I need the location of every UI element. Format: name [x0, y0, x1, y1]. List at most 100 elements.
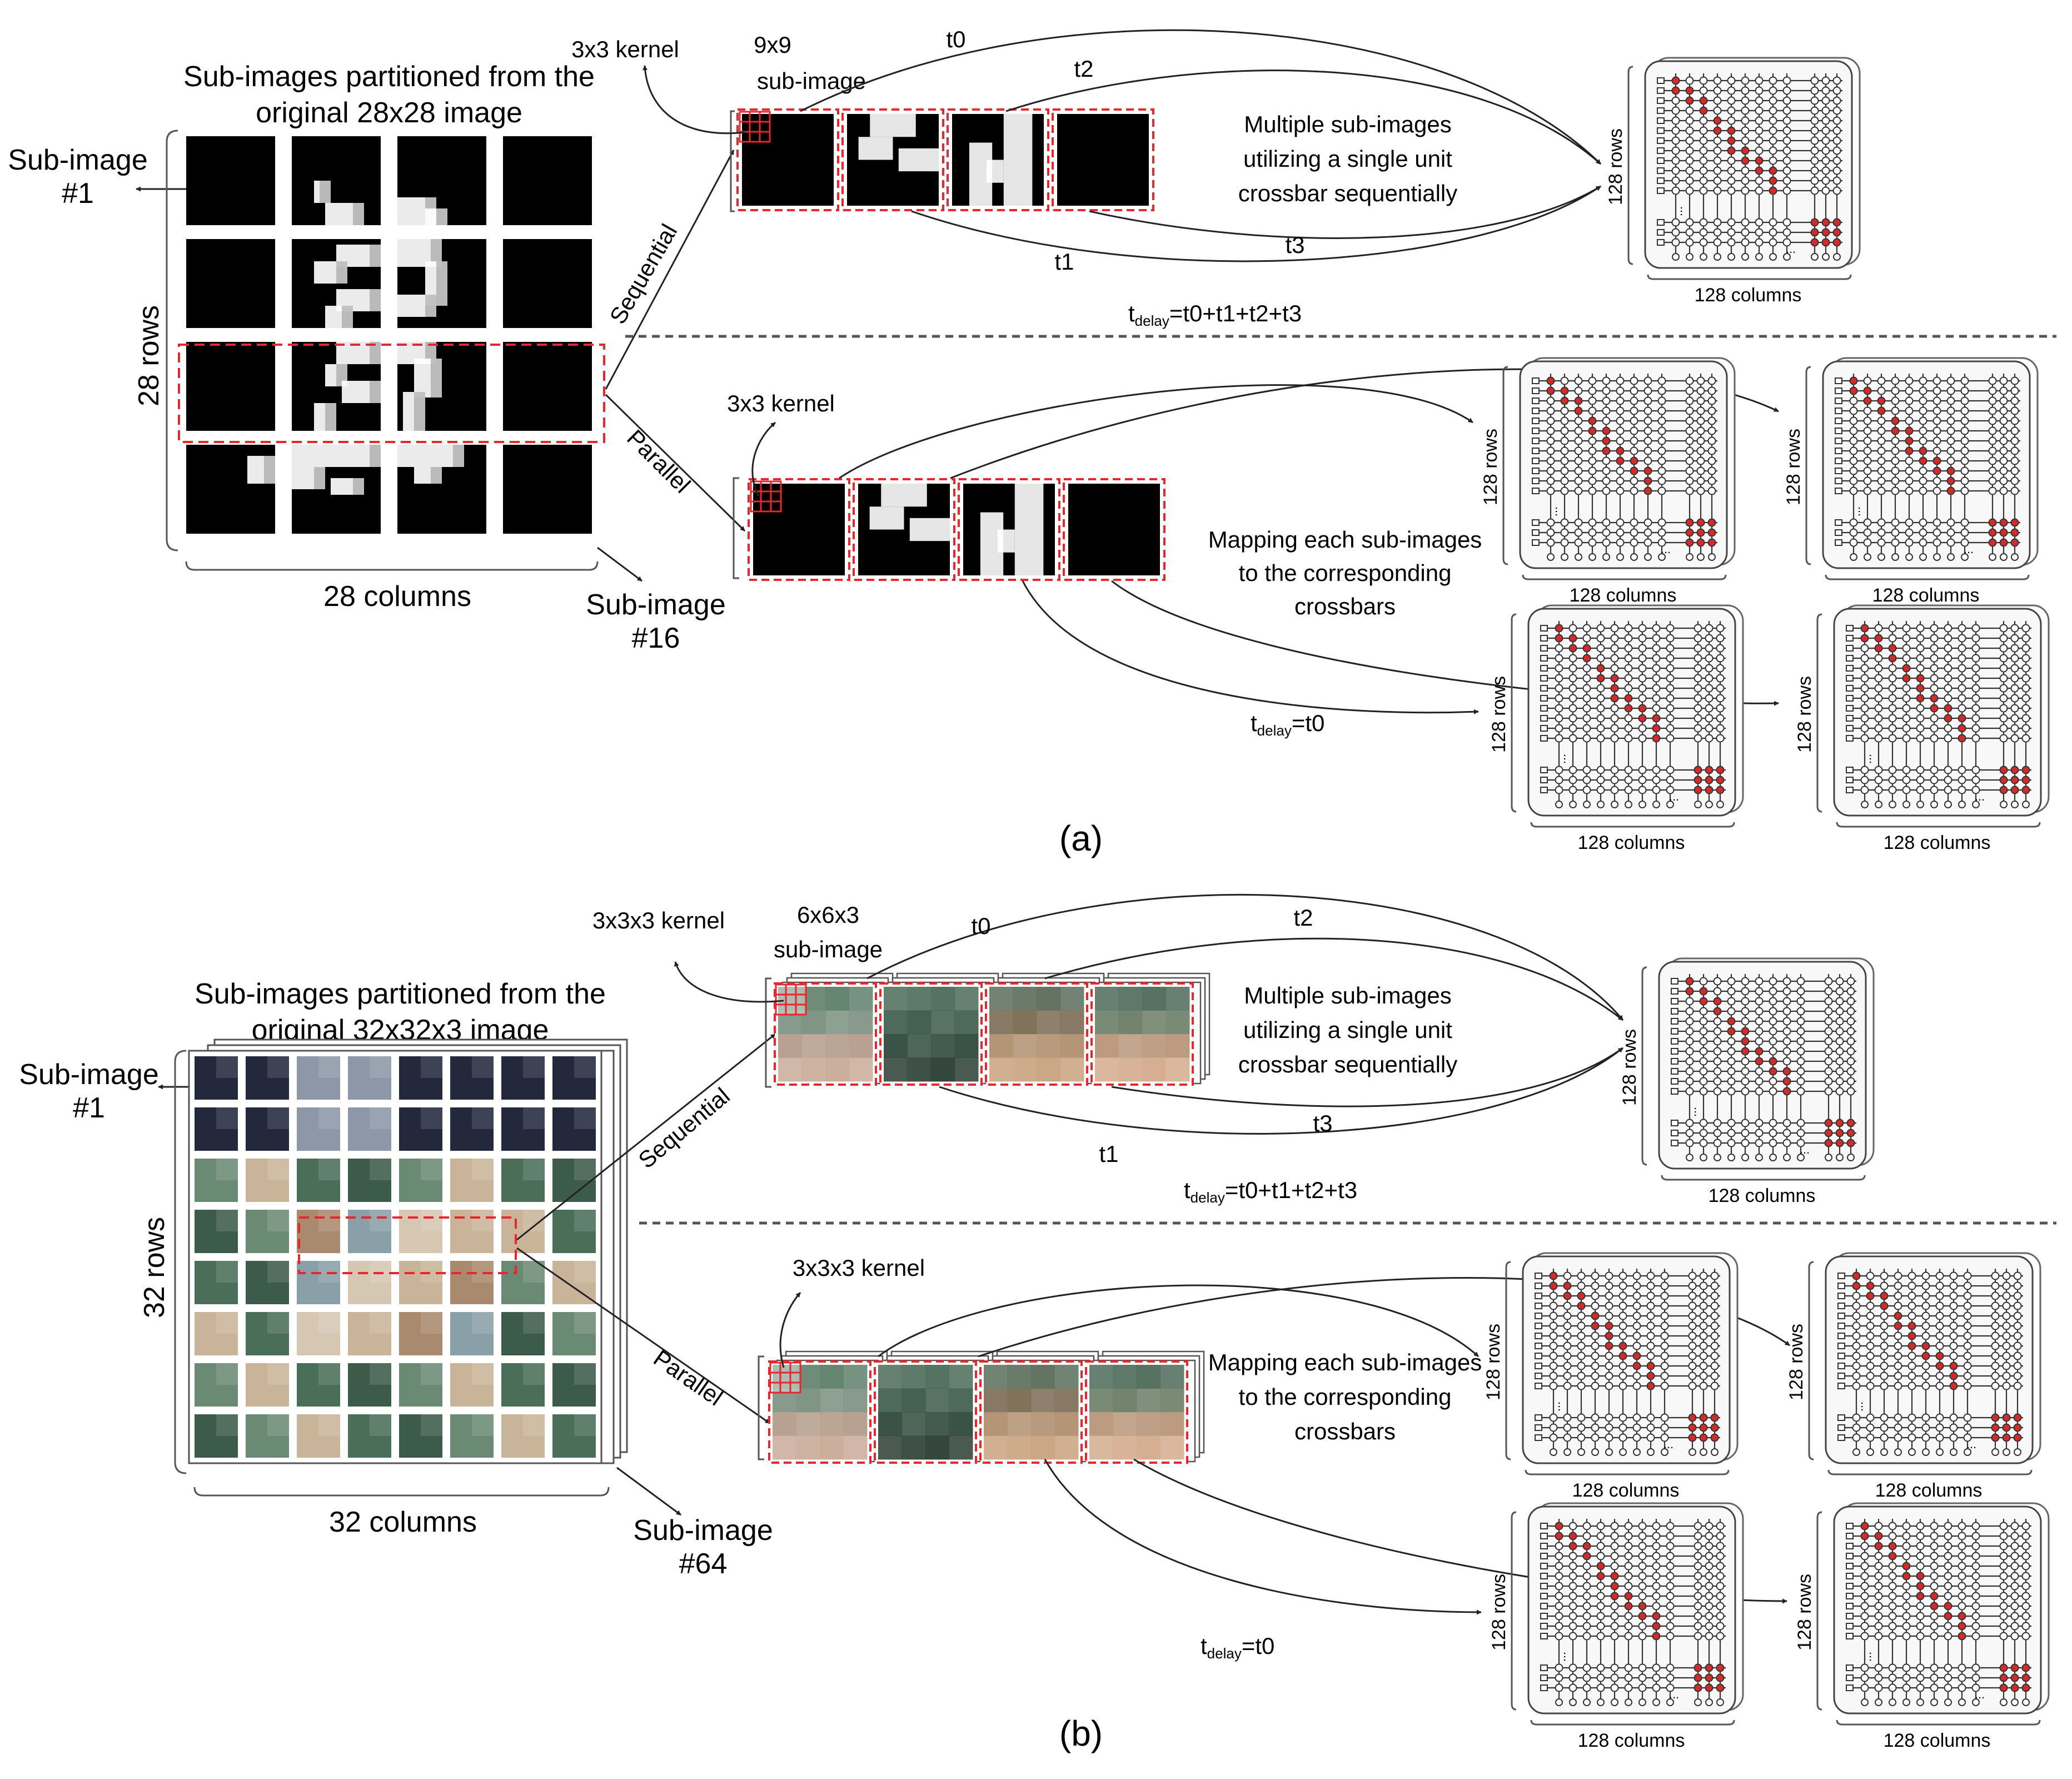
active-memristor-cell	[2010, 528, 2019, 537]
memristor-cell	[1769, 977, 1777, 986]
row-driver	[1540, 635, 1548, 642]
memristor-cell	[1860, 1612, 1869, 1621]
memristor-cell	[1835, 997, 1844, 1006]
memristor-cell	[1821, 76, 1830, 85]
memristor-cell	[1999, 624, 2008, 633]
memristor-cell	[1999, 486, 2008, 495]
row-driver	[1657, 239, 1665, 246]
memristor-cell	[1860, 654, 1869, 663]
memristor-cell	[1616, 486, 1625, 495]
memristor-cell	[1824, 997, 1833, 1006]
memristor-cell	[1638, 1683, 1647, 1692]
memristor-cell	[2010, 446, 2019, 455]
colour-sub-image	[195, 1159, 238, 1202]
colour-pixel	[1137, 1412, 1160, 1436]
memristor-cell	[1632, 1423, 1641, 1432]
active-memristor-cell	[1610, 684, 1619, 693]
memristor-cell	[1699, 1271, 1708, 1280]
active-memristor-cell	[1860, 1532, 1869, 1541]
memristor-cell	[1696, 426, 1705, 435]
memristor-cell	[1930, 1663, 1939, 1672]
memristor-cell	[1902, 654, 1911, 663]
colour-sub-image	[195, 1414, 238, 1458]
memristor-cell	[1902, 1552, 1911, 1561]
memristor-cell	[1610, 1632, 1619, 1641]
memristor-cell	[1546, 466, 1555, 475]
memristor-cell	[1888, 1673, 1897, 1682]
memristor-cell	[1988, 476, 1997, 485]
active-memristor-cell	[1685, 987, 1694, 996]
memristor-cell	[1916, 654, 1925, 663]
row-driver	[1835, 478, 1842, 484]
memristor-cell	[1877, 426, 1886, 435]
colour-pixel	[884, 1057, 908, 1082]
memristor-cell	[1694, 1532, 1702, 1541]
colour-pixel-shade	[216, 1261, 238, 1283]
active-memristor-cell	[1905, 446, 1914, 455]
memristor-cell	[1568, 694, 1577, 703]
memristor-cell	[1560, 446, 1569, 455]
row-driver	[1671, 1038, 1678, 1045]
column-output	[1891, 553, 1899, 561]
active-memristor-cell	[1832, 238, 1841, 247]
colour-sub-image	[399, 1363, 442, 1407]
memristor-cell	[1874, 1683, 1883, 1692]
memristor-cell	[1769, 96, 1777, 105]
memristor-cell	[1713, 176, 1722, 185]
memristor-cell	[1971, 1673, 1980, 1682]
memristor-cell	[1824, 1027, 1833, 1036]
row-driver	[1837, 1313, 1845, 1319]
active-memristor-cell	[1849, 376, 1858, 385]
active-memristor-cell	[1741, 146, 1750, 155]
memristor-cell	[1602, 486, 1611, 495]
memristor-cell	[1632, 1281, 1641, 1290]
memristor-cell	[1688, 1331, 1697, 1340]
memristor-cell	[1930, 734, 1939, 743]
memristor-cell	[1699, 1382, 1708, 1390]
active-memristor-cell	[1610, 674, 1619, 683]
active-memristor-cell	[1916, 694, 1925, 703]
active-memristor-cell	[1602, 426, 1611, 435]
memristor-cell	[1582, 724, 1591, 733]
memristor-cell	[1694, 674, 1702, 683]
memristor-cell	[2013, 1271, 2022, 1280]
memristor-cell	[1555, 1663, 1563, 1672]
memristor-cell	[1574, 486, 1583, 495]
memristor-cell	[1932, 538, 1941, 547]
memristor-cell	[1699, 1331, 1708, 1340]
memristor-cell	[1863, 456, 1872, 465]
memristor-cell	[1705, 714, 1714, 723]
memristor-cell	[1624, 1542, 1633, 1551]
active-memristor-cell	[1671, 86, 1680, 95]
memristor-cell	[1944, 1663, 1953, 1672]
memristor-cell	[1852, 1321, 1861, 1330]
memristor-cell	[1652, 664, 1661, 673]
crossbar-ellipsis-vertical: ...	[1561, 1652, 1575, 1662]
active-memristor-cell	[1716, 1663, 1725, 1672]
memristor-cell	[1727, 1087, 1736, 1096]
colour-sub-image	[246, 1210, 289, 1253]
memristor-cell	[1877, 538, 1886, 547]
memristor-cell	[1944, 664, 1953, 673]
memristor-cell	[1999, 1612, 2008, 1621]
memristor-cell	[1555, 674, 1563, 683]
memristor-cell	[1963, 1291, 1972, 1300]
memristor-cell	[1905, 456, 1914, 465]
memristor-cell	[1866, 1271, 1875, 1280]
colour-pixel-shade	[318, 1312, 340, 1334]
sub-image-tile	[292, 342, 381, 431]
active-memristor-cell	[1707, 528, 1716, 537]
sequential-label: Sequential	[634, 1082, 735, 1174]
memristor-cell	[1657, 528, 1666, 537]
colour-sub-image	[552, 1210, 596, 1253]
memristor-cell	[1713, 977, 1722, 986]
memristor-cell	[1863, 406, 1872, 415]
memristor-cell	[1671, 228, 1680, 237]
digit-edge-block	[314, 467, 325, 489]
memristor-cell	[1588, 538, 1597, 547]
memristor-cell	[1991, 1361, 2000, 1370]
memristor-cell	[1610, 786, 1619, 794]
memristor-cell	[1716, 714, 1725, 723]
memristor-cell	[1888, 1532, 1897, 1541]
